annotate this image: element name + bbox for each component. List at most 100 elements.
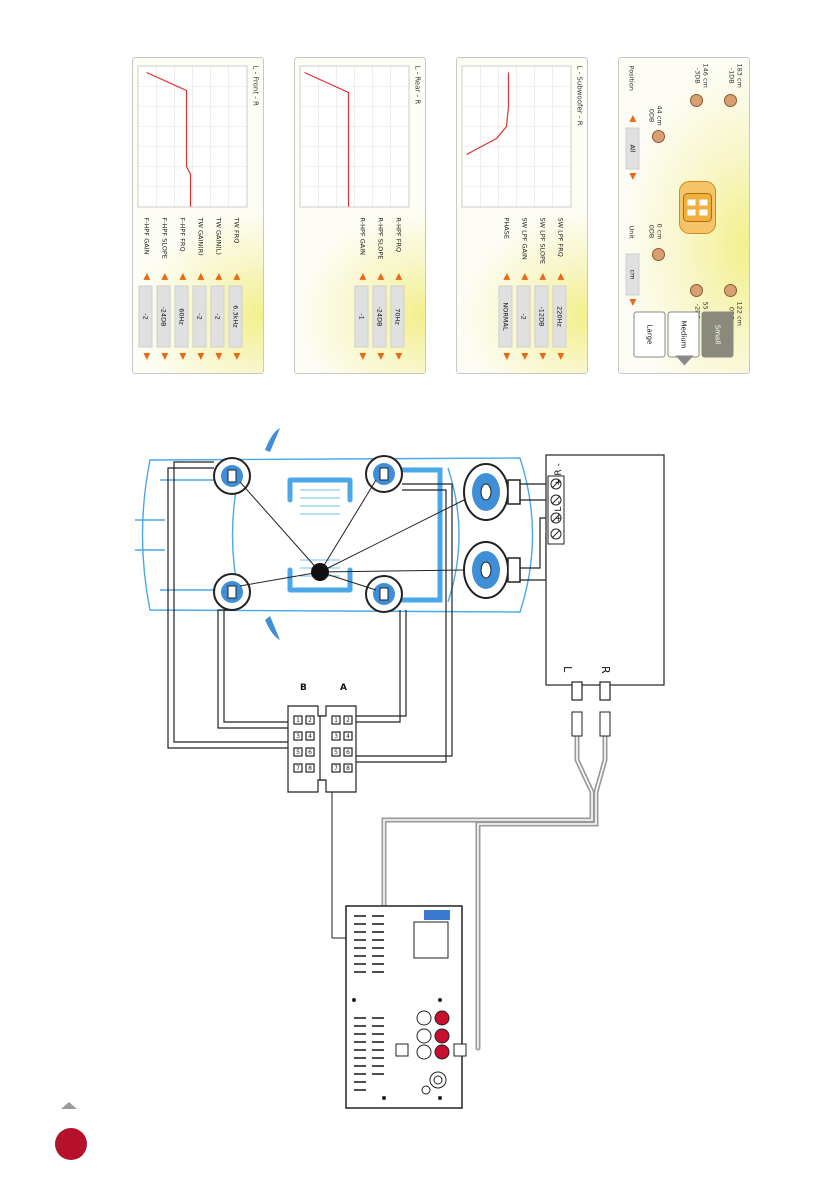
decrease-arrow-icon[interactable]: ◀ (177, 273, 188, 280)
eq-value: -2 (192, 285, 207, 348)
eq-value: -2 (210, 285, 225, 348)
decrease-arrow-icon[interactable]: ◀ (159, 273, 170, 280)
eq-value: 6.3kHz (228, 285, 243, 348)
connector-pin-number: 7 (334, 765, 338, 772)
eq-row: F-HPF GAIN ◀ -2 ▶ (138, 218, 156, 368)
speaker-icon (724, 94, 737, 107)
decrease-arrow-icon[interactable]: ◀ (195, 273, 206, 280)
eq-row: TW FRQ ◀ 6.3kHz ▶ (228, 218, 246, 368)
connector-pin-number: 5 (334, 749, 338, 756)
increase-arrow-icon[interactable]: ▶ (627, 299, 638, 306)
listening-position (311, 563, 329, 581)
front-eq-panel: L - Front - R TW FRQ ◀ 6.3kHz ▶ TW GAIN(… (132, 57, 264, 374)
eq-label: R-HPF GAIN (358, 217, 367, 255)
eq-label: TW GAIN(L) (214, 217, 223, 255)
increase-arrow-icon[interactable]: ▶ (159, 353, 170, 360)
eq-value: -24DB (372, 285, 387, 348)
eq-row: SW LPF FRQ ◀ 220Hz ▶ (552, 218, 570, 368)
increase-arrow-icon[interactable]: ▶ (555, 353, 566, 360)
decrease-arrow-icon[interactable]: ◀ (375, 273, 386, 280)
decrease-arrow-icon[interactable]: ◀ (357, 273, 368, 280)
small-button[interactable]: Small (701, 311, 734, 358)
decrease-arrow-icon[interactable]: ◀ (519, 273, 530, 280)
speaker-icon (213, 457, 251, 495)
eq-label: F-HPF SLOPE (160, 217, 169, 259)
speaker-wires (167, 461, 453, 763)
decrease-arrow-icon[interactable]: ◀ (141, 273, 152, 280)
increase-arrow-icon[interactable]: ▶ (357, 353, 368, 360)
increase-arrow-icon[interactable]: ▶ (141, 353, 152, 360)
eq-row: TW GAIN(L) ◀ -2 ▶ (210, 218, 228, 368)
increase-arrow-icon[interactable]: ▶ (501, 353, 512, 360)
connector-pin-number: 6 (308, 749, 312, 756)
eq-value: 60Hz (174, 285, 189, 348)
increase-arrow-icon[interactable]: ▶ (213, 353, 224, 360)
increase-arrow-icon[interactable]: ▶ (177, 353, 188, 360)
connector-pin-number: 4 (346, 733, 350, 740)
amp-left-terminal-label: + L - (554, 500, 564, 522)
eq-label: F-HPF GAIN (142, 217, 151, 255)
speaker-distance-label: 183 cm-1DB (727, 63, 744, 88)
car-seats (287, 467, 443, 603)
connector-pin-number: 8 (346, 765, 350, 772)
amplifier-terminals (547, 475, 565, 545)
eq-curve (304, 71, 350, 207)
unit-label: Unit (627, 225, 636, 239)
panel-title: L - Front - R (251, 65, 260, 106)
rca-left-label: L (561, 666, 574, 673)
scroll-up-icon[interactable] (61, 1102, 77, 1109)
iso-connector (287, 705, 357, 793)
position-label: Position (627, 65, 636, 91)
rca-plug-icon (395, 1043, 467, 1057)
amplifier-box (545, 454, 665, 686)
mirror-icon (265, 616, 280, 640)
rear-eq-panel: L - Rear - R R-HPF FRQ ◀ 70Hz ▶ R-HPF SL… (294, 57, 426, 374)
connector-a-label: A (340, 683, 347, 693)
decrease-arrow-icon[interactable]: ◀ (501, 273, 512, 280)
eq-label: TW FRQ (232, 217, 241, 244)
speaker-icon (724, 284, 737, 297)
speaker-distance-label: 146 cm-3DB (693, 63, 710, 88)
speaker-icon (690, 94, 703, 107)
decrease-arrow-icon[interactable]: ◀ (393, 273, 404, 280)
rca-input-jacks (571, 681, 611, 701)
connector-pin-number: 6 (346, 749, 350, 756)
amp-right-terminal-label: + R - (554, 463, 564, 486)
eq-curve-chart (137, 65, 248, 208)
eq-label: TW GAIN(R) (196, 217, 205, 256)
speaker-icon (213, 573, 251, 611)
eq-value: 220Hz (552, 285, 567, 348)
connector-pin-number: 1 (296, 717, 300, 724)
eq-label: SW LPF FRQ (556, 217, 565, 257)
eq-row: F-HPF SLOPE ◀ -24DB ▶ (156, 218, 174, 368)
increase-arrow-icon[interactable]: ▶ (375, 353, 386, 360)
medium-button[interactable]: Medium (667, 311, 700, 358)
increase-arrow-icon[interactable]: ▶ (195, 353, 206, 360)
collapse-chevron-icon[interactable] (675, 355, 694, 366)
eq-label: SW LPF GAIN (520, 217, 529, 260)
subwoofer-icon (463, 541, 521, 599)
decrease-arrow-icon[interactable]: ◀ (537, 273, 548, 280)
large-button[interactable]: Large (633, 311, 666, 358)
increase-arrow-icon[interactable]: ▶ (519, 353, 530, 360)
decrease-arrow-icon[interactable]: ◀ (213, 273, 224, 280)
increase-arrow-icon[interactable]: ▶ (537, 353, 548, 360)
decrease-arrow-icon[interactable]: ◀ (231, 273, 242, 280)
connector-pin-number: 3 (334, 733, 338, 740)
position-value: All (625, 127, 640, 170)
page-marker-icon (55, 1128, 87, 1160)
increase-arrow-icon[interactable]: ▶ (231, 353, 242, 360)
speaker-icon (365, 575, 403, 613)
eq-row: F-HPF FRQ ◀ 60Hz ▶ (174, 218, 192, 368)
connector-pin-number: 3 (296, 733, 300, 740)
eq-row: SW LPF GAIN ◀ -2 ▶ (516, 218, 534, 368)
increase-arrow-icon[interactable]: ▶ (393, 353, 404, 360)
eq-curve-chart (461, 65, 572, 208)
decrease-arrow-icon[interactable]: ◀ (627, 115, 638, 122)
connector-b-label: B (300, 683, 307, 693)
increase-arrow-icon[interactable]: ▶ (627, 173, 638, 180)
eq-value: -1 (354, 285, 369, 348)
decrease-arrow-icon[interactable]: ◀ (555, 273, 566, 280)
eq-row: R-HPF FRQ ◀ 70Hz ▶ (390, 218, 408, 368)
